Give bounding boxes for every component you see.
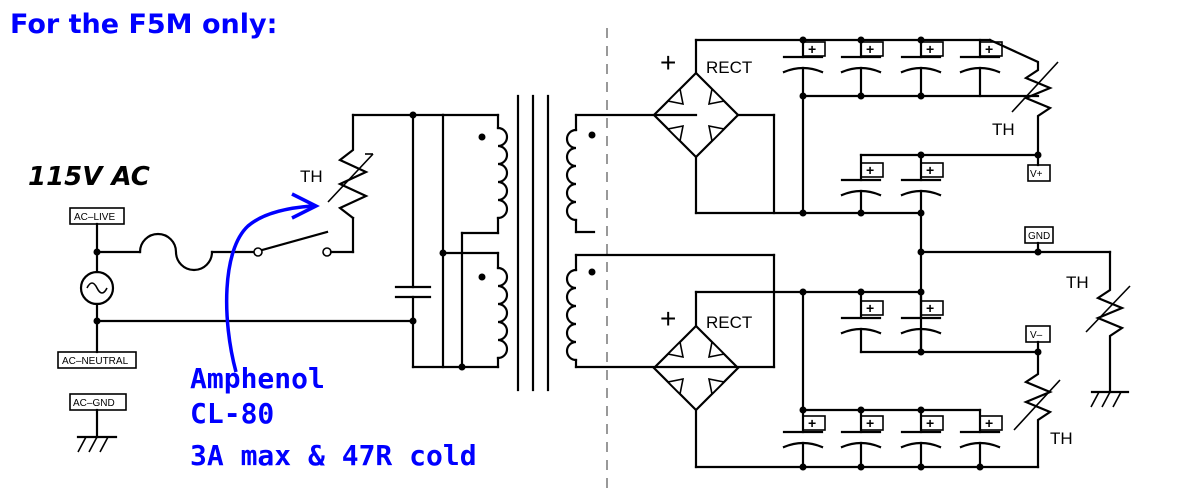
ac-live-label: AC–LIVE bbox=[74, 212, 115, 223]
transformer-core bbox=[516, 94, 550, 392]
svg-text:+: + bbox=[926, 415, 934, 431]
annotation-line-2: CL-80 bbox=[190, 397, 274, 430]
vplus-label: V+ bbox=[1030, 169, 1043, 180]
vminus-label: V– bbox=[1030, 330, 1043, 341]
primary-winding-2 bbox=[496, 266, 509, 360]
upper-capacitor-bank: + + + + + + TH V+ bbox=[782, 36, 1059, 217]
cap-l2: + bbox=[900, 290, 944, 354]
cap-u6: + bbox=[900, 153, 944, 215]
svg-text:+: + bbox=[866, 41, 874, 57]
lower-capacitor-bank: + + V– TH + + + + bbox=[782, 288, 1073, 471]
ground-thermistor bbox=[1095, 250, 1125, 394]
cap-u4: + bbox=[959, 38, 1003, 98]
secondary-winding-lower bbox=[565, 268, 578, 362]
secondary-winding-upper bbox=[565, 128, 578, 222]
upper-rail-thermistor-label: TH bbox=[992, 120, 1015, 139]
lower-rail-thermistor-label: TH bbox=[1050, 429, 1073, 448]
cap-l1: + bbox=[840, 290, 884, 354]
svg-text:+: + bbox=[866, 162, 874, 178]
primary-thermistor-label: TH bbox=[300, 167, 323, 186]
inrush-thermistor bbox=[337, 113, 369, 220]
cap-l5: + bbox=[900, 408, 944, 469]
fuse-symbol bbox=[138, 232, 214, 272]
title: For the F5M only: bbox=[10, 9, 277, 40]
ground-bus: GND TH bbox=[917, 211, 1131, 408]
gnd-label: GND bbox=[1028, 231, 1050, 242]
cap-u1: + bbox=[782, 38, 826, 98]
svg-text:+: + bbox=[985, 415, 993, 431]
cap-u2: + bbox=[840, 38, 884, 98]
svg-text:+: + bbox=[808, 41, 816, 57]
lower-secondary: + RECT bbox=[565, 253, 1040, 469]
svg-text:+: + bbox=[985, 41, 993, 57]
primary-winding-1 bbox=[496, 126, 509, 220]
bridge-upper-plus: + bbox=[660, 47, 676, 78]
svg-text:+: + bbox=[926, 162, 934, 178]
annotation-line-1: Amphenol bbox=[190, 362, 325, 395]
cap-u5: + bbox=[840, 153, 884, 215]
mains-voltage-label: 115V AC bbox=[28, 162, 150, 192]
rect-lower-label: RECT bbox=[706, 313, 752, 332]
svg-text:+: + bbox=[926, 41, 934, 57]
svg-text:+: + bbox=[926, 300, 934, 316]
svg-text:+: + bbox=[866, 300, 874, 316]
callout-arrow bbox=[224, 204, 313, 373]
cap-u3: + bbox=[900, 38, 944, 98]
vplus-terminal bbox=[1027, 164, 1051, 182]
cap-l4: + bbox=[840, 408, 884, 469]
callout-arrowhead bbox=[291, 192, 320, 220]
svg-text:+: + bbox=[808, 415, 816, 431]
ground-thermistor-label: TH bbox=[1066, 273, 1089, 292]
ac-neutral-terminal bbox=[57, 351, 137, 369]
rect-upper-label: RECT bbox=[706, 58, 752, 77]
annotation-line-3: 3A max & 47R cold bbox=[190, 439, 477, 472]
cap-l3: + bbox=[782, 408, 826, 469]
ac-neutral-label: AC–NEUTRAL bbox=[62, 356, 129, 367]
bridge-lower-plus: + bbox=[660, 303, 676, 334]
upper-secondary: + RECT bbox=[565, 38, 1040, 234]
upper-rail-thermistor bbox=[988, 38, 1053, 157]
svg-text:+: + bbox=[866, 415, 874, 431]
cap-l6: + bbox=[959, 408, 1003, 469]
power-switch bbox=[260, 230, 329, 252]
lower-rail-thermistor bbox=[1023, 350, 1053, 469]
ac-gnd-label: AC–GND bbox=[73, 398, 115, 409]
